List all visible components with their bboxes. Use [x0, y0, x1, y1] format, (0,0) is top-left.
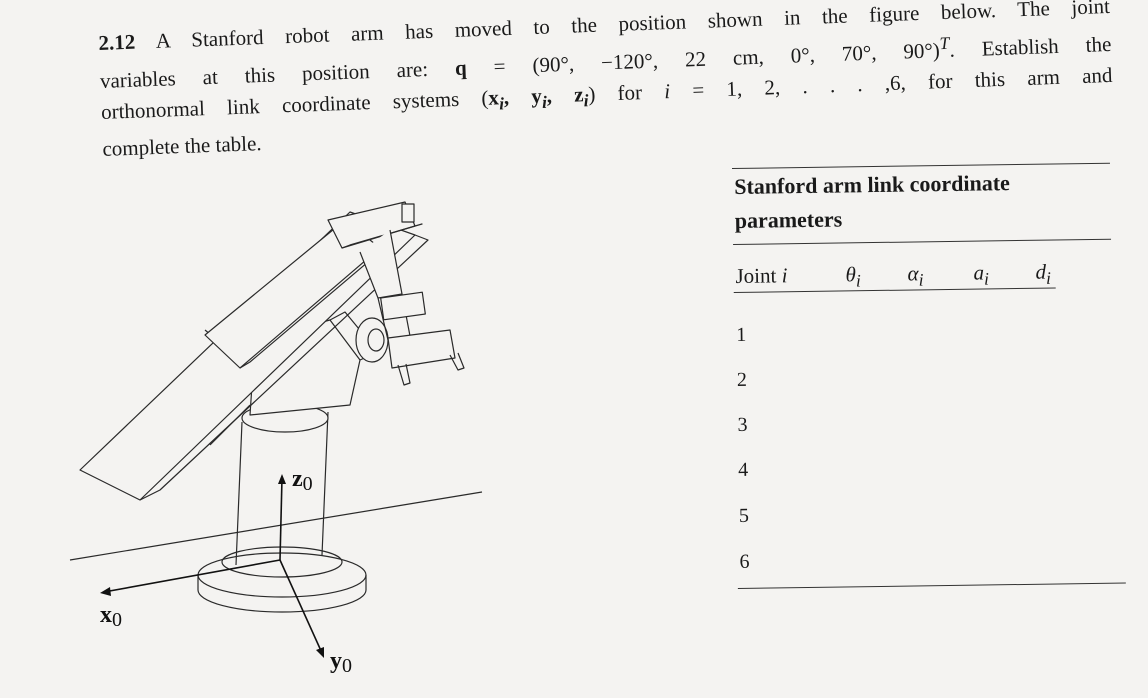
z0-label: z0: [292, 466, 313, 495]
y0-label: y0: [330, 648, 352, 677]
joint-row-3: 3: [737, 413, 748, 436]
joint-row-5: 5: [738, 504, 750, 527]
stanford-arm-figure: z0 x0 y0: [69, 201, 483, 677]
x-arrowhead: [100, 587, 111, 596]
table-caption: Stanford arm link coordinate parameters: [734, 170, 1011, 233]
header-d: di: [1035, 259, 1052, 288]
y-arrowhead: [316, 647, 324, 658]
link-parameter-table: Stanford arm link coordinate parameters …: [732, 162, 1128, 598]
header-a: ai: [973, 260, 990, 289]
header-joint: Joint i: [735, 263, 788, 288]
joint-row-2: 2: [736, 368, 748, 391]
table-bottom-rule: [737, 582, 1126, 589]
problem-number: 2.12: [98, 29, 136, 55]
joint-row-1: 1: [736, 323, 747, 346]
coord-vars: xi, yi, zi: [487, 82, 589, 114]
y-axis-line: [279, 559, 323, 654]
floor-line: [69, 491, 483, 561]
wrist-gripper: [359, 229, 465, 386]
joint-row-6: 6: [739, 550, 750, 573]
joint-row-4: 4: [738, 458, 749, 481]
z-axis-line: [279, 477, 283, 561]
x-axis-line: [103, 559, 281, 593]
caption-rule: [733, 238, 1112, 245]
z-arrowhead: [278, 474, 286, 484]
robot-base: [197, 546, 367, 613]
header-alpha: αi: [907, 261, 924, 290]
problem-statement: 2.12 A Stanford robot arm has moved to t…: [98, 0, 1114, 165]
header-theta: θi: [845, 262, 861, 291]
base-frame-axes: [103, 477, 323, 654]
x0-label: x0: [100, 602, 122, 631]
wrist-block: [327, 201, 423, 249]
